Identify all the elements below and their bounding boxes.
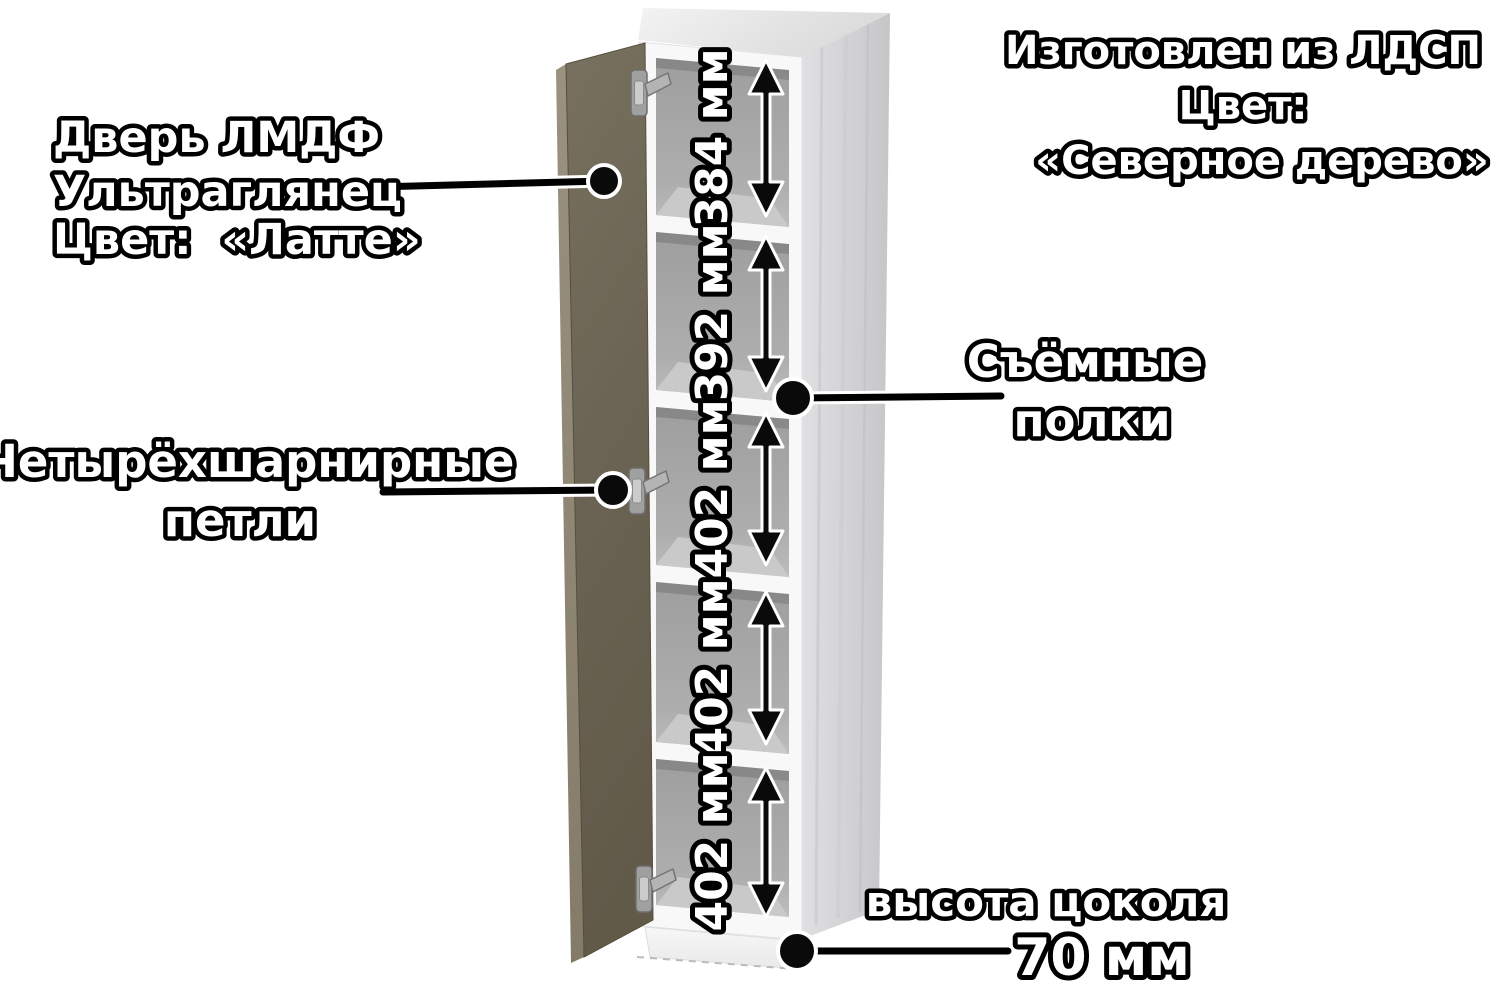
hinge-label-line1: Четырёхшарнирные: [0, 435, 514, 488]
wood-grain-line: [814, 34, 824, 926]
callout-line: [789, 392, 1005, 402]
door-label: Дверь ЛМДФ Ультраглянец Цвет: «Латте»: [49, 109, 426, 270]
hinge-cup: [639, 876, 649, 902]
dimension-arrow-5: [747, 766, 785, 919]
callout-line: [379, 486, 617, 496]
door-label-line2: Ультраглянец: [53, 167, 402, 217]
callout-plinth: [776, 930, 1015, 972]
shelf-surface: [656, 537, 789, 577]
dimension-label-3: 402 мм: [687, 399, 738, 578]
shelf-label-line1: Съёмные: [967, 335, 1203, 388]
hinge-top-icon: [630, 69, 672, 117]
wood-grain-line: [858, 17, 870, 913]
dimension-arrow-3: [747, 411, 785, 567]
dimension-label-4: 402 мм: [687, 578, 738, 757]
compartment-shadow: [656, 58, 789, 80]
door-label-line1: Дверь ЛМДФ: [53, 113, 380, 163]
callout-door: [330, 163, 622, 199]
hinge-arm: [649, 868, 677, 893]
shelf-surface: [656, 187, 789, 227]
dimension-arrow-1: [747, 58, 785, 218]
wood-grain-line: [836, 23, 848, 919]
material-label: Изготовлен из ЛДСП Цвет: «Северное дерев…: [1001, 24, 1494, 189]
callout-hinge: [376, 471, 632, 509]
plinth-label: высота цоколя 70 мм: [861, 873, 1231, 994]
dimension-label-2: 392 мм: [687, 223, 738, 402]
material-label-line3: «Северное дерево»: [1035, 138, 1488, 184]
dimension-arrow-2: [747, 234, 785, 393]
cabinet-top-panel: [638, 8, 890, 57]
dimension-label-1: 384 мм: [687, 48, 738, 227]
hinge-cup: [634, 80, 644, 106]
compartment-shadow: [656, 232, 789, 254]
cabinet-side-panel: [802, 13, 890, 939]
hinge-label-line2: петли: [164, 494, 316, 547]
dimension-arrow-4: [747, 590, 785, 746]
callout-dot: [594, 471, 632, 509]
material-label-line2: Цвет:: [1179, 83, 1308, 129]
hinge-arm: [644, 72, 672, 97]
compartment-shadow: [656, 407, 789, 429]
dimension-label-5: 402 мм: [687, 752, 738, 931]
hinge-label: Четырёхшарнирные петли: [0, 431, 519, 552]
cabinet-bottom-surface: [656, 877, 789, 917]
material-label-line1: Изготовлен из ЛДСП: [1005, 28, 1481, 74]
plinth-label-line2: 70 мм: [1014, 928, 1189, 988]
hinge-arm: [642, 470, 670, 495]
compartment-shadow: [656, 582, 789, 604]
compartment-shadow: [656, 759, 789, 781]
callout-line: [333, 177, 608, 192]
shelf-label-line2: полки: [1013, 394, 1170, 447]
door-label-line3: Цвет: «Латте»: [53, 215, 421, 265]
plinth-label-line1: высота цоколя: [866, 877, 1227, 926]
callout-dot: [776, 930, 818, 972]
hinge-bottom-icon: [635, 865, 677, 913]
callout-dot: [772, 377, 814, 419]
callout-shelves: [772, 377, 1008, 419]
shelf-surface: [656, 362, 789, 402]
shelf-surface: [656, 714, 789, 754]
hinge-cup: [632, 478, 642, 504]
shelf-label: Съёмные полки: [962, 331, 1207, 452]
callout-dot: [586, 163, 622, 199]
plinth-floor-dashed-line: [636, 956, 796, 970]
door-edge: [556, 64, 584, 963]
